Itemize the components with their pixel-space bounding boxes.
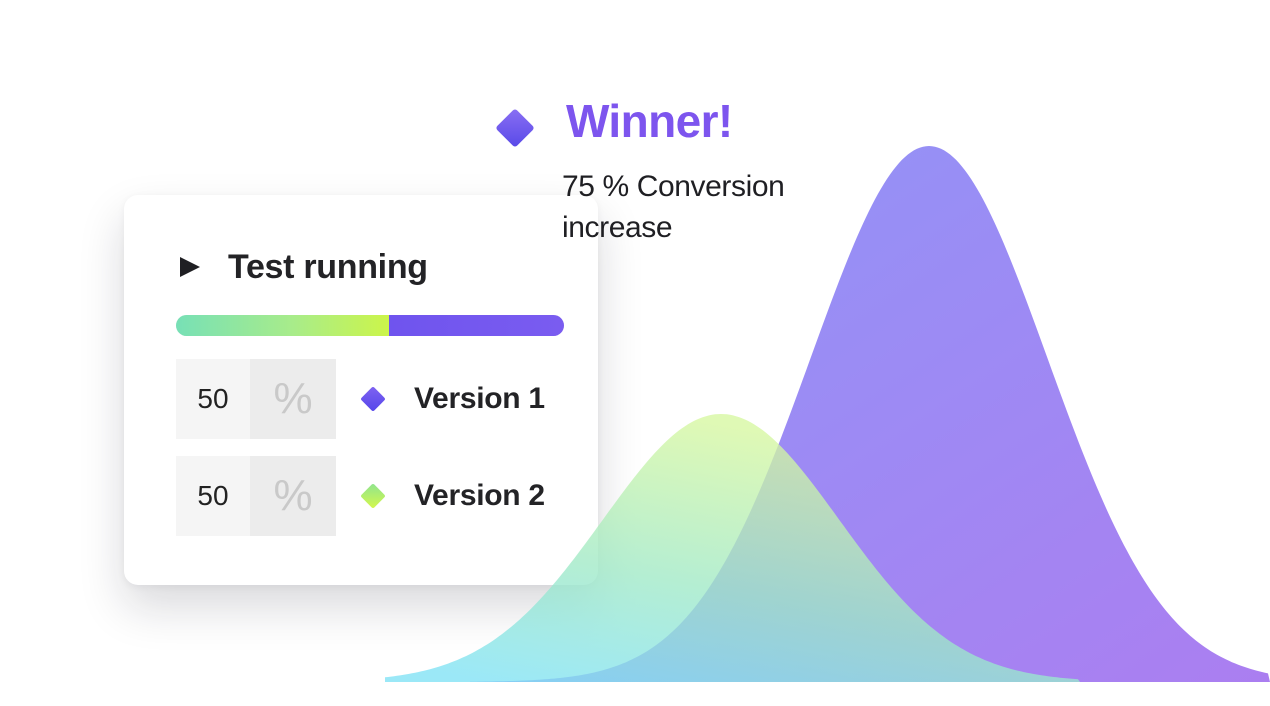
percent-input[interactable]: 50 % [176, 456, 336, 536]
winner-subtitle-line-2: increase [562, 211, 673, 244]
percent-unit: % [250, 456, 336, 536]
test-card: Test running 50 % Version 1 50 % Version… [124, 195, 598, 585]
split-progress-bar [176, 315, 564, 336]
diamond-icon [360, 483, 386, 509]
percent-value[interactable]: 50 [176, 456, 250, 536]
version-label: Version 1 [414, 382, 545, 415]
version-label: Version 2 [414, 479, 545, 512]
winner-title: Winner! [566, 95, 733, 147]
status-text: Test running [228, 247, 428, 286]
play-icon[interactable] [180, 257, 200, 277]
percent-input[interactable]: 50 % [176, 359, 336, 439]
winner-subtitle: 75 % Conversion increase [562, 166, 862, 248]
progress-segment-version-2 [176, 315, 390, 336]
winner-subtitle-line-1: 75 % Conversion [562, 170, 785, 203]
percent-value[interactable]: 50 [176, 359, 250, 439]
diamond-icon [360, 386, 386, 412]
percent-unit: % [250, 359, 336, 439]
status-row: Test running [180, 247, 428, 287]
version-row: 50 % Version 2 [176, 456, 545, 536]
winner-diamond-icon [495, 108, 535, 148]
version-row: 50 % Version 1 [176, 359, 545, 439]
progress-segment-version-1 [389, 315, 564, 336]
